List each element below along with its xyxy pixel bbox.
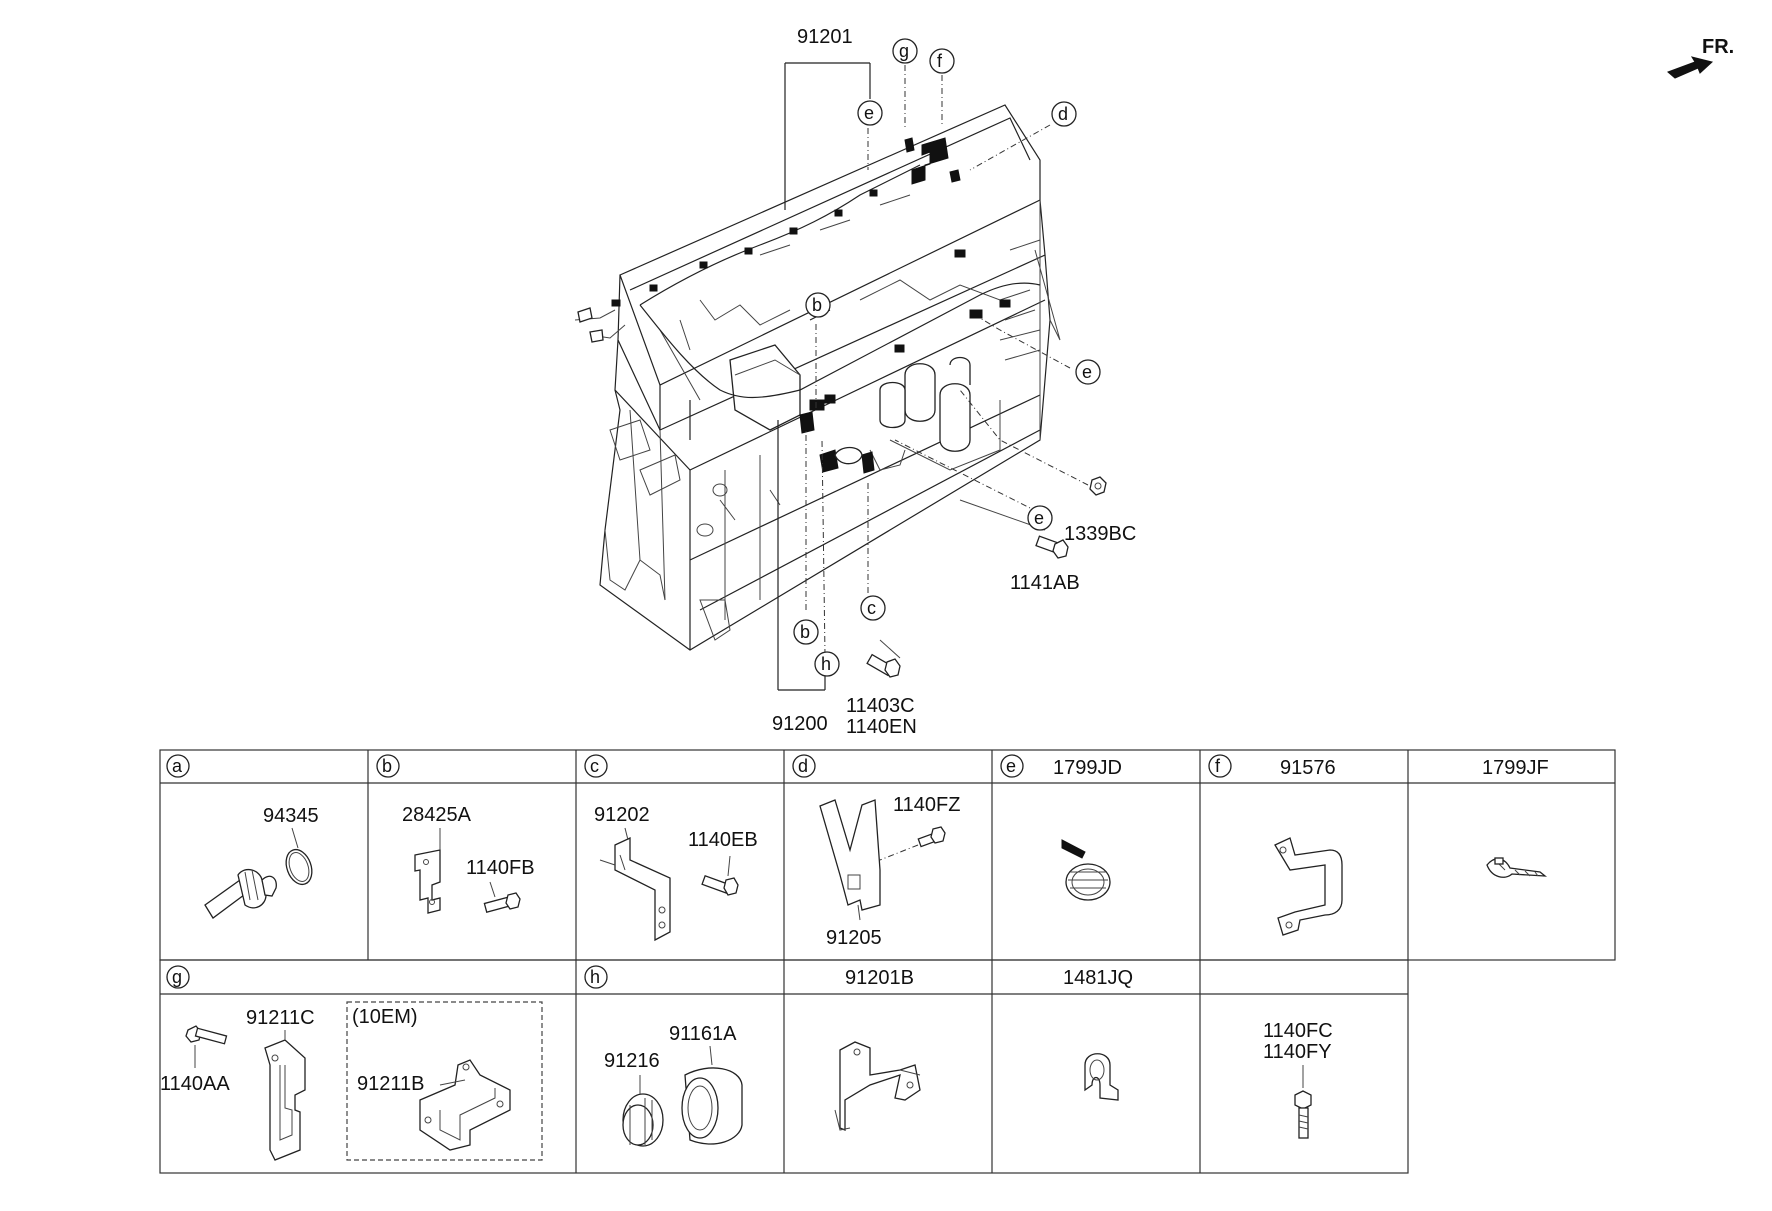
part-label-28425a: 28425A	[402, 804, 472, 826]
part-header-91201b: 91201B	[845, 967, 914, 989]
callout-g: g	[892, 38, 918, 64]
clamp-91576-icon	[1274, 837, 1343, 936]
cell-1481jq: 1481JQ	[1063, 967, 1133, 1101]
bolt-1140fc-icon	[1294, 1065, 1312, 1139]
callout-d: d	[1051, 101, 1077, 127]
cell-g-letter: g	[172, 967, 182, 987]
cell-d-letter: d	[798, 756, 808, 776]
part-label-11403c: 11403C	[846, 695, 915, 717]
bolt-11403c-icon	[866, 653, 901, 678]
svg-text:h: h	[821, 654, 831, 674]
part-label-1140eb: 1140EB	[688, 829, 758, 851]
clip-1481jq-icon	[1084, 1053, 1119, 1101]
cell-1140fc-1140fy: 1140FC 1140FY	[1263, 1020, 1333, 1139]
cell-h-letter: h	[590, 967, 600, 987]
svg-text:e: e	[1034, 508, 1044, 528]
part-header-1799jf: 1799JF	[1482, 757, 1549, 779]
part-label-1141ab: 1141AB	[1010, 572, 1080, 594]
cell-1799jf: 1799JF	[1482, 757, 1549, 878]
bolt-1140eb-icon	[701, 855, 739, 896]
cell-c: c 91202 1140EB	[584, 754, 758, 942]
front-direction-indicator: FR.	[1667, 36, 1734, 79]
variant-10em-box	[346, 1001, 543, 1161]
bracket-91201b-icon	[834, 1041, 921, 1131]
connector-94345-icon	[204, 827, 313, 919]
part-label-91211c: 91211C	[246, 1007, 315, 1029]
part-label-1140en: 1140EN	[846, 716, 917, 738]
bolt-1140fz-icon	[879, 826, 946, 861]
bracket-91211c-icon	[264, 1030, 306, 1161]
svg-text:d: d	[1058, 104, 1068, 124]
parts-table-grid	[159, 749, 1616, 1174]
part-label-1140fz: 1140FZ	[893, 794, 960, 816]
svg-text:b: b	[812, 295, 822, 315]
variant-10em-label: (10EM)	[352, 1006, 418, 1028]
part-label-91161a: 91161A	[669, 1023, 737, 1045]
cell-a-letter: a	[172, 756, 183, 776]
callout-b-upper: b	[805, 292, 831, 318]
part-label-1339bc: 1339BC	[1064, 523, 1136, 545]
part-header-1481jq: 1481JQ	[1063, 967, 1133, 989]
callout-e-top: e	[857, 100, 883, 126]
part-label-1140fb: 1140FB	[466, 857, 535, 879]
cell-g: g 91211C 1140AA (10EM) 91211B	[160, 965, 543, 1161]
part-label-91211b: 91211B	[357, 1073, 424, 1095]
harness-connectors	[611, 189, 1011, 411]
svg-text:e: e	[864, 103, 874, 123]
grommet-91216-icon	[622, 1075, 664, 1147]
part-label-1140fc: 1140FC	[1263, 1020, 1333, 1042]
cell-91201b: 91201B	[834, 967, 921, 1131]
callout-c: c	[860, 595, 886, 621]
callout-e-lower: e	[1027, 505, 1053, 531]
cell-e-letter: e	[1006, 756, 1016, 776]
callout-h: h	[814, 651, 840, 677]
harness-clamp-part	[911, 137, 949, 185]
bolt-1140fb-icon	[483, 881, 521, 913]
svg-text:g: g	[899, 41, 909, 61]
bracket-28425a-icon	[414, 828, 441, 914]
cell-e: e 1799JD	[1000, 754, 1122, 901]
wiring-harness	[574, 137, 1041, 474]
cell-f-letter: f	[1215, 756, 1221, 776]
part-label-91216: 91216	[604, 1050, 660, 1072]
front-label: FR.	[1702, 36, 1734, 58]
engine-block	[599, 104, 1061, 651]
svg-text:b: b	[800, 622, 810, 642]
part-label-91200: 91200	[772, 713, 828, 735]
part-label-91201: 91201	[797, 26, 853, 48]
cell-f: f 91576	[1208, 754, 1343, 936]
cell-a: a 94345	[166, 754, 319, 919]
part-label-1140aa: 1140AA	[160, 1073, 230, 1095]
clamp-1799jd-icon	[1061, 839, 1111, 901]
bracket-91202-icon	[599, 827, 671, 942]
cell-d: d 1140FZ 91205	[792, 754, 960, 949]
bracket-91211b-icon	[419, 1059, 511, 1151]
part-label-91202: 91202	[594, 804, 650, 826]
leader-lines	[777, 62, 1089, 691]
svg-text:c: c	[867, 598, 876, 618]
cable-tie-1799jf-icon	[1486, 857, 1548, 878]
svg-text:f: f	[937, 51, 943, 71]
part-header-91576: 91576	[1280, 757, 1336, 779]
part-label-91205: 91205	[826, 927, 882, 949]
svg-text:e: e	[1082, 362, 1092, 382]
cell-b: b 28425A 1140FB	[376, 754, 535, 914]
cell-b-letter: b	[382, 756, 392, 776]
bracket-91205-icon	[819, 799, 881, 921]
cell-h: h 91216 91161A	[584, 965, 743, 1147]
callout-f: f	[929, 48, 955, 74]
nut-1339bc-icon	[1089, 476, 1107, 496]
front-arrow-icon	[1667, 56, 1714, 79]
bolt-1140aa-icon	[185, 1025, 228, 1068]
bolt-1141ab-icon	[1035, 535, 1069, 559]
cell-c-letter: c	[590, 756, 599, 776]
part-header-1799jd: 1799JD	[1053, 757, 1122, 779]
grommet-91161a-icon	[681, 1045, 743, 1145]
part-label-94345: 94345	[263, 805, 319, 827]
callout-e-right: e	[1075, 359, 1101, 385]
callout-b-lower: b	[793, 619, 819, 645]
part-label-1140fy: 1140FY	[1263, 1041, 1332, 1063]
